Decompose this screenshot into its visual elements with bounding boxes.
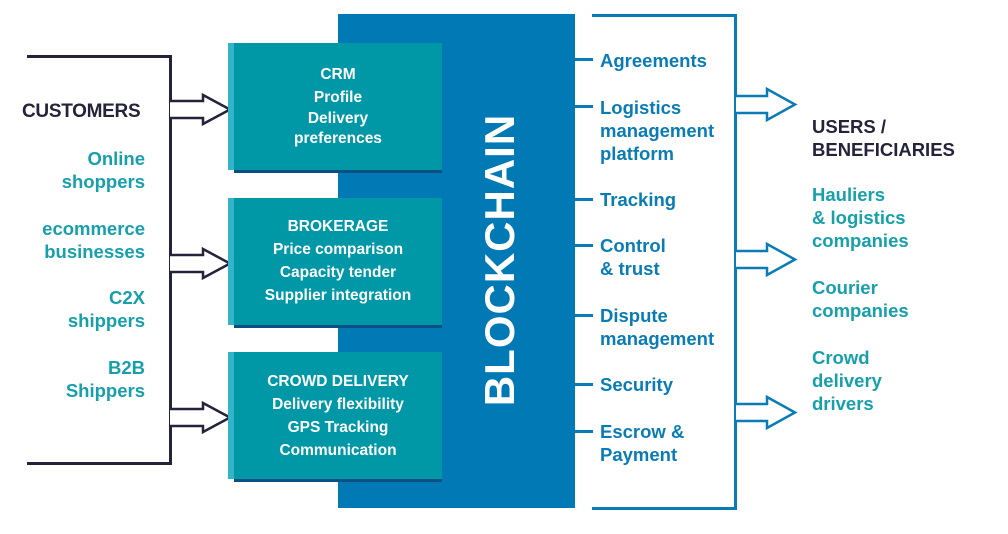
feature-tick [575,105,593,108]
user-item-line: delivery [812,370,882,391]
feature-item: Agreements [600,49,707,72]
feature-line: & trust [600,258,660,279]
arrow-to-users-1-icon [736,86,798,123]
feature-item: Dispute management [600,304,714,350]
feature-tick [575,314,593,317]
customer-item: Online shoppers [62,147,145,193]
feature-item: Logistics management platform [600,96,714,165]
feature-item: Escrow & Payment [600,420,684,466]
customer-item-line: ecommerce [42,218,145,239]
user-item-line: Crowd [812,347,870,368]
customer-item-line: Online [87,148,145,169]
customer-item-line: shoppers [61,171,145,192]
feature-line: Agreements [600,50,707,71]
feature-line: Payment [600,444,678,465]
feature-line: Logistics [600,97,682,118]
users-title-line: BENEFICIARIES [812,139,955,160]
features-bracket-bottom [592,507,737,510]
arrow-to-crowd-delivery-icon [170,400,233,435]
service-line: Capacity tender [279,264,397,281]
customers-bracket-top [27,55,172,58]
feature-tick [575,244,593,247]
service-line: Delivery flexibility [272,396,404,413]
customers-bracket-bottom [27,462,172,465]
service-line: Profile [313,89,363,106]
users-title: USERS / BENEFICIARIES [812,115,955,161]
service-line: Communication [279,442,397,459]
feature-item: Tracking [600,188,676,211]
service-title: CROWD DELIVERY [267,373,409,390]
customer-item-line: B2B [107,357,145,378]
arrow-to-users-3-icon [736,394,798,431]
service-title: BROKERAGE [287,218,389,235]
feature-line: Control [600,235,666,256]
customer-item: B2B Shippers [66,356,145,402]
customer-item-line: Shippers [65,380,145,401]
feature-line: management [600,120,715,141]
user-item-line: Courier [812,277,878,298]
feature-line: Dispute [600,305,668,326]
service-box-crowd-delivery: CROWD DELIVERY Delivery flexibility GPS … [234,352,442,479]
user-item: Courier companies [812,276,909,322]
user-item-line: companies [812,230,909,251]
feature-line: Security [600,374,674,395]
feature-tick [575,58,593,61]
user-item-line: companies [812,300,909,321]
customer-item: ecommerce businesses [42,217,145,263]
feature-tick [575,383,593,386]
service-line: preferences [294,130,382,147]
customers-title: CUSTOMERS [22,101,141,122]
arrow-to-users-2-icon [736,241,798,278]
arrow-to-crm-icon [170,92,233,127]
service-line: Delivery [307,110,369,127]
customer-item: C2X shippers [68,286,145,332]
user-item-line: drivers [812,393,874,414]
feature-line: management [600,328,715,349]
service-line: Supplier integration [264,287,412,304]
feature-tick [575,430,593,433]
feature-item: Control & trust [600,234,666,280]
service-line: GPS Tracking [287,419,389,436]
feature-line: platform [600,143,674,164]
features-bracket-line [734,14,737,510]
features-bracket-top [592,14,737,17]
arrow-to-brokerage-icon [170,246,233,281]
service-line: Price comparison [272,241,404,258]
user-item: Crowd delivery drivers [812,346,882,415]
customer-item-line: C2X [109,287,145,308]
users-title-line: USERS / [812,116,887,137]
feature-line: Escrow & [600,421,685,442]
user-item-line: Hauliers [812,184,886,205]
service-box-brokerage: BROKERAGE Price comparison Capacity tend… [234,198,442,325]
service-title: CRM [320,66,356,83]
customer-item-line: shippers [67,310,145,331]
customer-item-line: businesses [44,241,145,262]
feature-tick [575,198,593,201]
user-item: Hauliers & logistics companies [812,183,909,252]
user-item-line: & logistics [812,207,906,228]
feature-item: Security [600,373,673,396]
feature-line: Tracking [600,189,677,210]
blockchain-label: BLOCKCHAIN [476,113,523,407]
service-box-crm: CRM Profile Delivery preferences [234,43,442,170]
